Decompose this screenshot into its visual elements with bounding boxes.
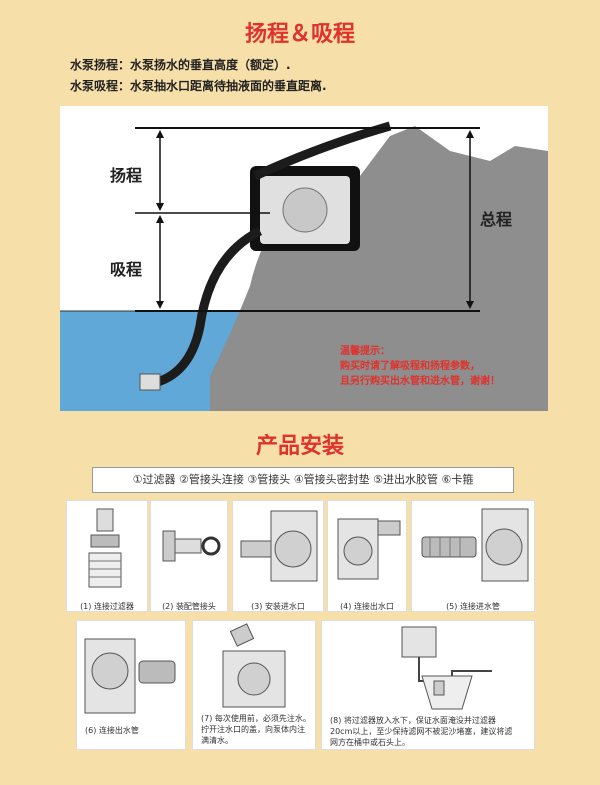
fitting-icon: [162, 530, 221, 562]
outlet-hose: [253, 121, 392, 181]
hose-icon: [84, 638, 176, 714]
step-4-caption: (4) 连接出水口: [340, 602, 394, 611]
hose-icon: [421, 508, 529, 582]
page-title: 扬程＆吸程: [244, 22, 355, 47]
tip-title: 温馨提示：: [340, 346, 390, 357]
step-2-caption: (2) 装配管接头: [162, 602, 216, 611]
label-suction: 吸程: [110, 260, 143, 279]
install-title: 产品安装: [255, 434, 344, 459]
step-5: (5) 连接进水管: [411, 500, 535, 612]
step-4: (4) 连接出水口: [327, 500, 407, 612]
tip-line-2: 且另行购买出水管和进水管，谢谢！: [340, 376, 500, 387]
tip-box: 温馨提示： 购买时请了解吸程和扬程参数， 且另行购买出水管和进水管，谢谢！: [340, 344, 500, 389]
step-3-caption: (3) 安装进水口: [251, 602, 305, 611]
step-3: (3) 安装进水口: [232, 500, 324, 612]
filter-icon: [139, 373, 161, 391]
definition-suction: 水泵吸程：水泵抽水口距离待抽液面的垂直距离.: [70, 79, 327, 93]
step-6: (6) 连接出水管: [76, 620, 186, 750]
head-suction-diagram: 扬程 吸程 总程 温馨提示： 购买时请了解吸程和扬程参数， 且另行购买出水管和进…: [60, 106, 548, 411]
pump-icon: [282, 187, 328, 233]
diagram-illustration: [60, 121, 548, 411]
step-8-caption: (8) 将过滤器放入水下，保证水面淹没并过滤器 20cm以上，至少保持滤网不被泥…: [330, 716, 513, 747]
step-2: (2) 装配管接头: [150, 500, 228, 612]
parts-list: ①过滤器 ②管接头连接 ③管接头 ④管接头密封垫 ⑤进出水胶管 ⑥卡箍: [92, 467, 514, 493]
step-7: (7) 每次使用前，必须先注水。 拧开注水口的盖，向泵体内注 满清水。: [192, 620, 316, 750]
step-6-caption: (6) 连接出水管: [85, 726, 139, 735]
step-5-caption: (5) 连接进水管: [446, 602, 500, 611]
hill-shape: [210, 126, 548, 411]
bucket-icon: [401, 626, 492, 710]
inlet-hose: [148, 226, 263, 389]
pump-icon: [222, 623, 286, 708]
definition-head: 水泵扬程：水泵扬水的垂直高度（额定）.: [70, 58, 291, 72]
pump-icon: [337, 518, 401, 580]
step-7-caption: (7) 每次使用前，必须先注水。 拧开注水口的盖，向泵体内注 满清水。: [201, 714, 311, 745]
step-1: (1) 连接过滤器: [66, 500, 148, 612]
label-head: 扬程: [110, 166, 143, 185]
label-total: 总程: [480, 210, 513, 229]
tip-line-1: 购买时请了解吸程和扬程参数，: [340, 361, 480, 372]
step-8: (8) 将过滤器放入水下，保证水面淹没并过滤器 20cm以上，至少保持滤网不被泥…: [321, 620, 535, 750]
pump-icon: [240, 510, 318, 582]
step-1-caption: (1) 连接过滤器: [80, 602, 134, 611]
filter-icon: [88, 508, 122, 588]
